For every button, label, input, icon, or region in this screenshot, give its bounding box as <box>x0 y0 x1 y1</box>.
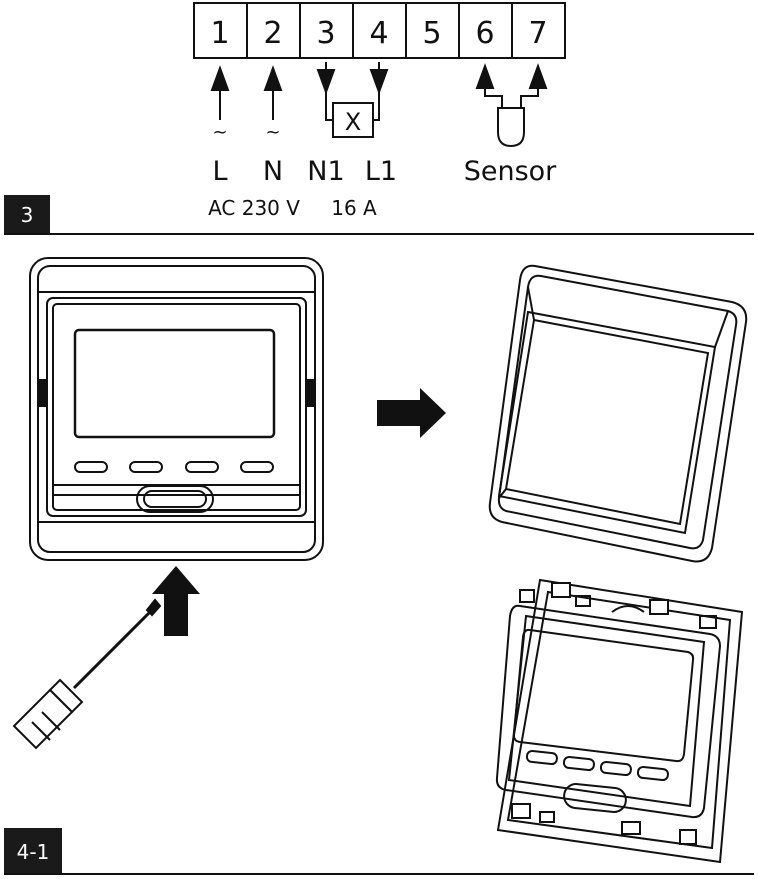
load-wiring <box>316 62 389 138</box>
terminal-2-label: 2 <box>263 16 282 51</box>
terminal-block: 1 2 3 4 5 6 7 <box>193 2 566 59</box>
section-4-1-number: 4-1 <box>17 840 50 864</box>
sensor-wiring <box>475 63 548 148</box>
label-L1: L1 <box>365 156 397 187</box>
right-arrow-icon <box>377 388 446 438</box>
label-L: L <box>212 156 227 187</box>
power-input-arrows <box>210 65 283 120</box>
thermostat-front-view <box>29 257 324 561</box>
section-4-1-tag: 4-1 <box>4 828 62 874</box>
tilde-L: ~ <box>212 122 227 143</box>
current-label: 16 A <box>331 196 377 220</box>
terminal-5-label: 5 <box>422 16 441 51</box>
sensor-probe-icon <box>497 107 525 148</box>
sensor-label: Sensor <box>464 156 557 187</box>
label-N1: N1 <box>307 156 344 187</box>
section-3-number: 3 <box>21 203 34 227</box>
terminal-7-label: 7 <box>528 16 547 51</box>
thermostat-module-on-frame <box>495 578 744 864</box>
terminal-1-label: 1 <box>210 16 229 51</box>
front-cover-removed <box>488 264 748 563</box>
load-box <box>332 102 374 138</box>
terminal-3-label: 3 <box>316 16 335 51</box>
push-up-arrow-icon <box>152 566 200 636</box>
terminal-4-label: 4 <box>369 16 388 51</box>
tilde-N: ~ <box>265 122 280 143</box>
label-N: N <box>263 156 283 187</box>
release-slot <box>136 485 214 513</box>
screwdriver-icon <box>12 598 162 750</box>
voltage-label: AC 230 V <box>208 196 300 220</box>
section-3-tag: 3 <box>4 195 50 233</box>
load-symbol: X <box>345 108 361 136</box>
terminal-6-label: 6 <box>475 16 494 51</box>
